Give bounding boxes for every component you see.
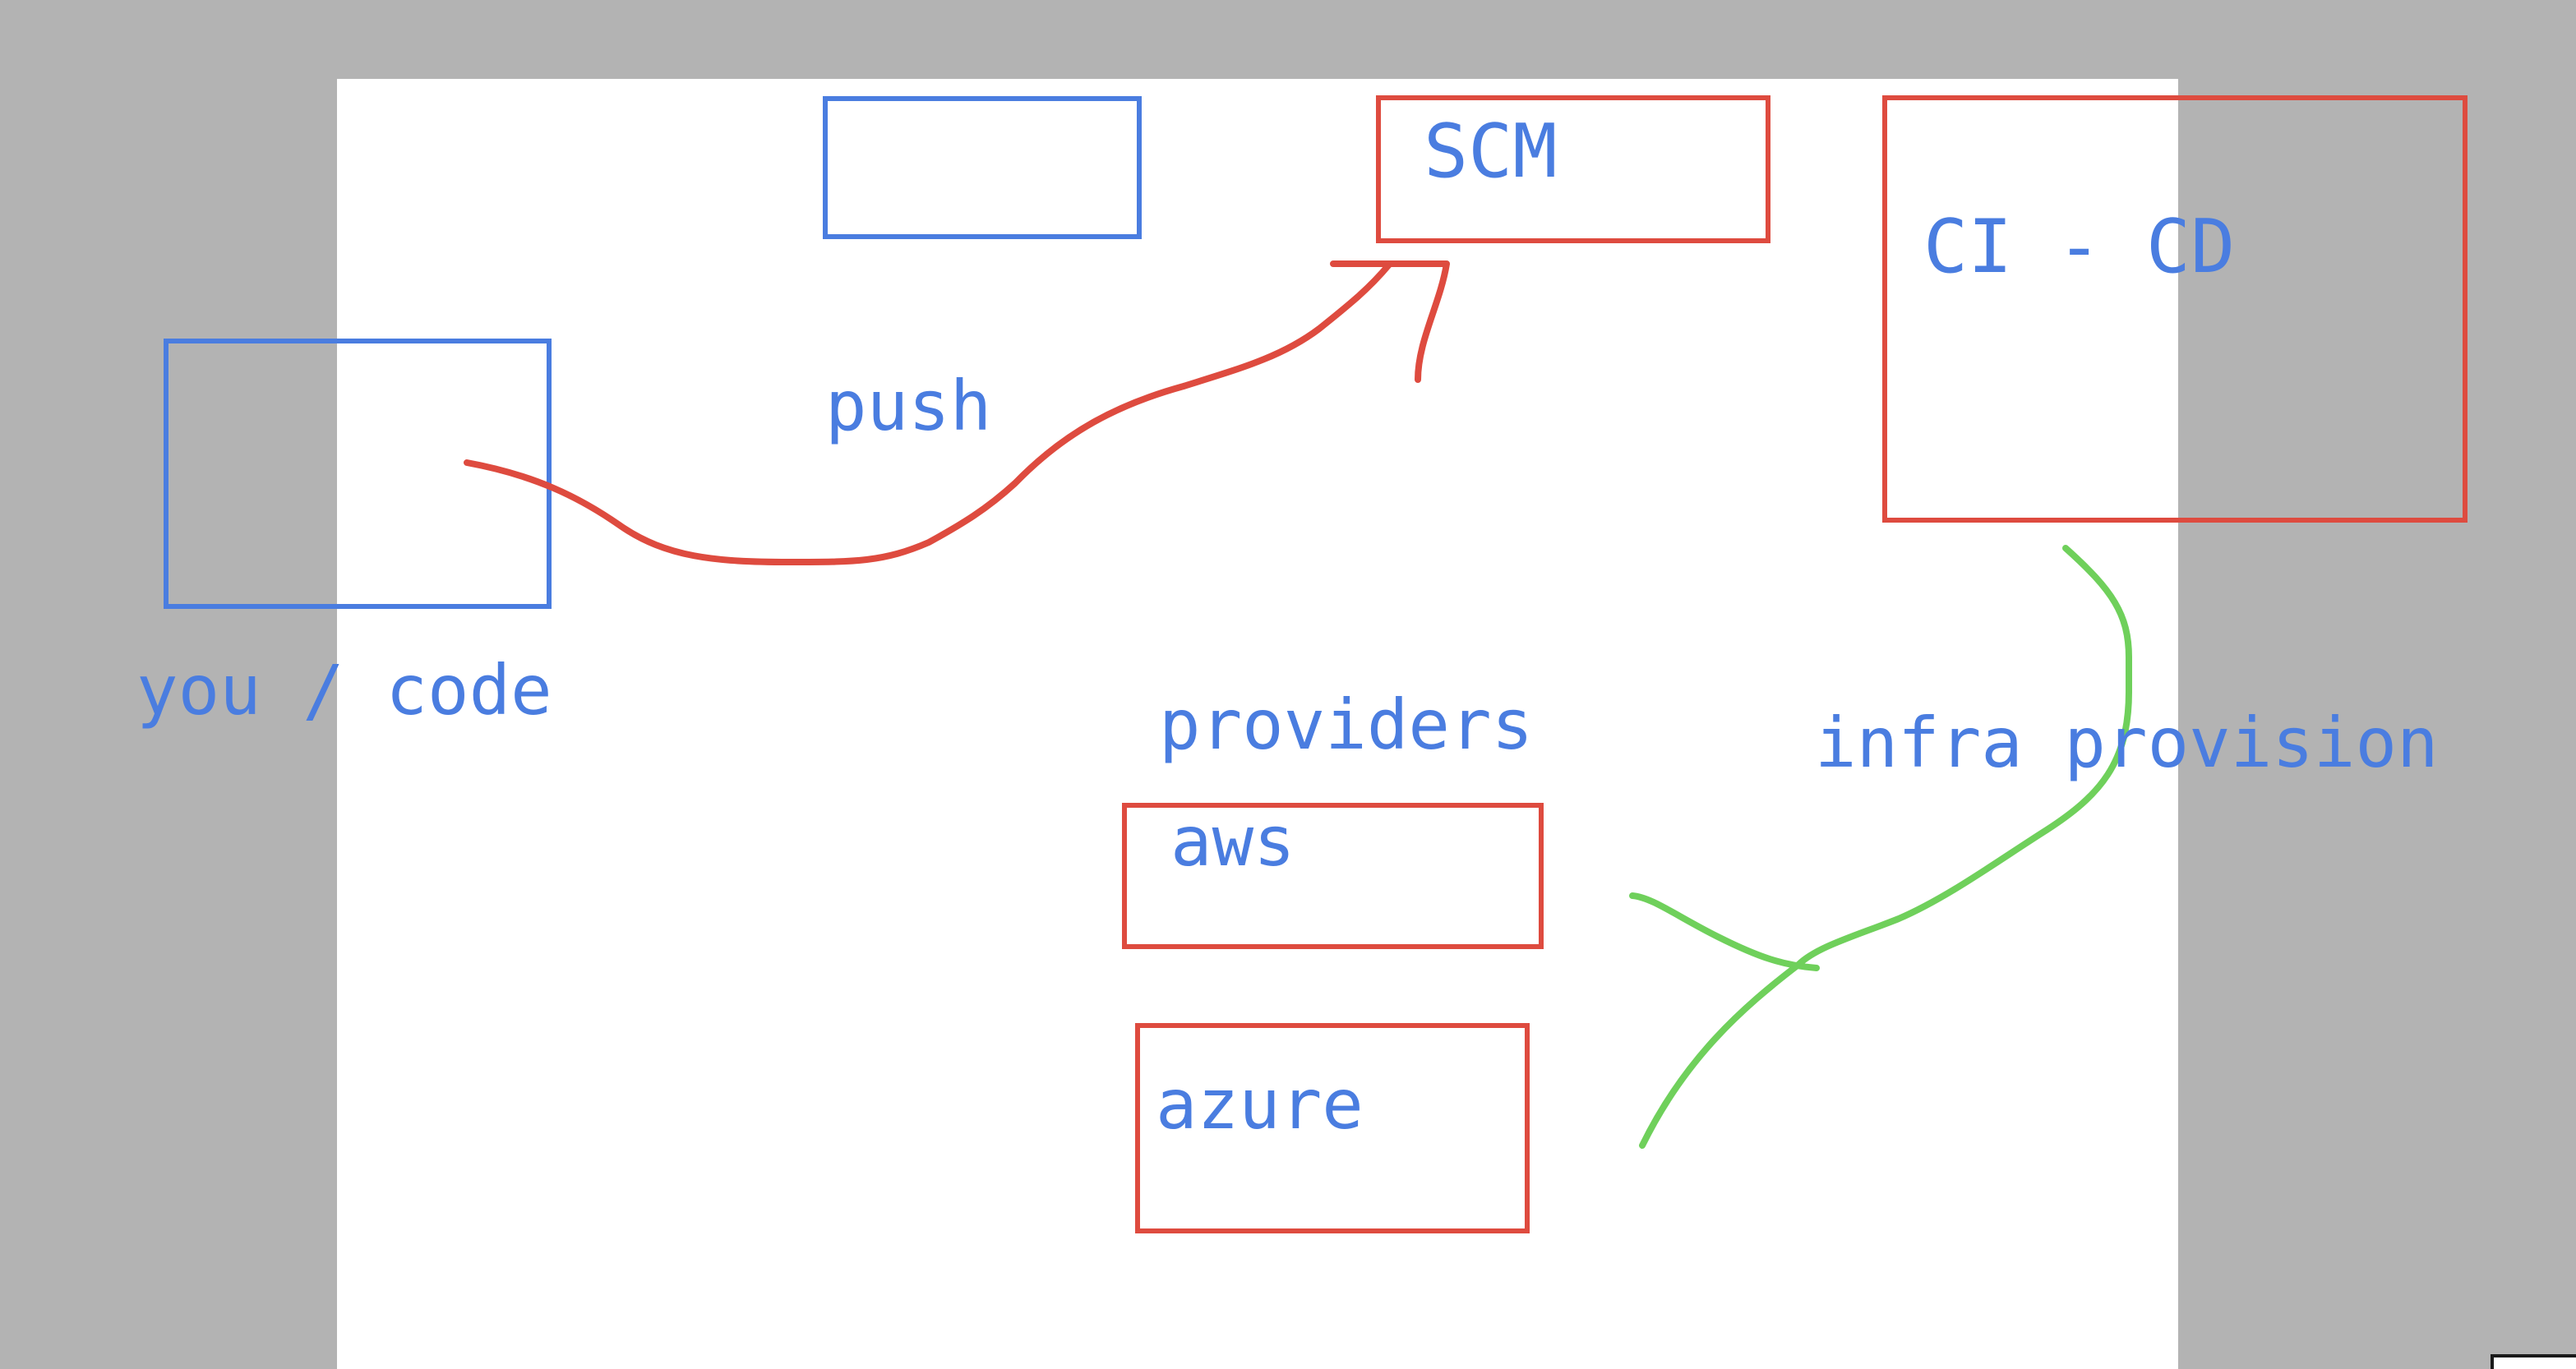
push-label: push [825,366,992,446]
corner-handle[interactable] [2491,1354,2576,1369]
scm-box[interactable] [1376,95,1770,243]
you-code-box[interactable] [164,339,552,609]
empty-box[interactable] [823,96,1142,239]
aws-box[interactable] [1122,803,1544,949]
scm-label: SCM [1424,108,1558,195]
ci-cd-label: CI - CD [1923,204,2236,290]
ci-cd-box[interactable] [1882,95,2468,523]
whiteboard-page[interactable] [337,79,2178,1369]
aws-label: aws [1170,801,1295,882]
push-arrow[interactable] [464,261,1392,565]
infra-provision-arrow-head[interactable] [1629,892,1820,971]
azure-box[interactable] [1135,1023,1530,1233]
infra-provision-label: infra provision [1815,703,2439,783]
infra-provision-arrow[interactable] [1639,545,2132,1149]
push-arrow-head[interactable] [1330,260,1450,383]
providers-label: providers [1159,684,1534,765]
you-code-label: you / code [136,650,552,731]
azure-label: azure [1156,1064,1364,1145]
